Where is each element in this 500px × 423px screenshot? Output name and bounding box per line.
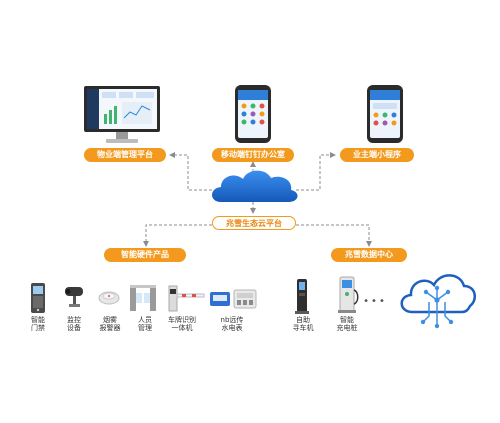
link-platform-to-hardware xyxy=(143,224,212,247)
link-cloud-to-owner-miniapp xyxy=(296,152,336,191)
desktop-monitor-icon xyxy=(82,84,162,146)
owner-miniapp-label: 业主端小程序 xyxy=(340,148,414,162)
device-label-surveillance: 监控设备 xyxy=(67,316,81,332)
mobile-phone-icon xyxy=(366,84,404,144)
surveillance-camera-icon xyxy=(63,283,85,309)
parking-barrier-icon xyxy=(166,282,206,312)
link-platform-to-data-center xyxy=(296,224,372,247)
device-label-meters: nb远传水电表 xyxy=(220,316,244,332)
smart-hardware-label: 智能硬件产品 xyxy=(104,248,186,262)
device-label-charging-pile: 智能充电桩 xyxy=(336,316,358,332)
more-devices-ellipsis: ••• xyxy=(363,296,387,307)
turnstile-gate-icon xyxy=(128,283,158,313)
ev-charging-pile-icon xyxy=(336,276,360,314)
link-cloud-to-property-platform xyxy=(169,152,212,191)
mobile-phone-icon xyxy=(234,84,272,144)
data-center-label: 兆雪数据中心 xyxy=(331,248,407,262)
device-label-personnel: 人员管理 xyxy=(138,316,152,332)
smoke-detector-icon xyxy=(98,288,120,306)
self-service-kiosk-icon xyxy=(294,278,310,314)
mobile-office-label: 移动端钉钉办公室 xyxy=(212,148,294,162)
water-electric-meter-icon xyxy=(208,288,258,310)
door-access-panel-icon xyxy=(30,282,46,314)
ai-cloud-network-icon xyxy=(396,266,478,330)
property-platform-label: 物业端管理平台 xyxy=(84,148,166,162)
device-label-door-access: 智能门禁 xyxy=(31,316,45,332)
cloud-icon xyxy=(207,166,301,204)
cloud-platform-label: 兆雪生态云平台 xyxy=(212,216,296,230)
device-label-plate-recognition: 车牌识别一体机 xyxy=(168,316,196,332)
device-label-car-finder: 自助寻车机 xyxy=(292,316,314,332)
device-label-smoke-alarm: 烟雾报警器 xyxy=(99,316,121,332)
